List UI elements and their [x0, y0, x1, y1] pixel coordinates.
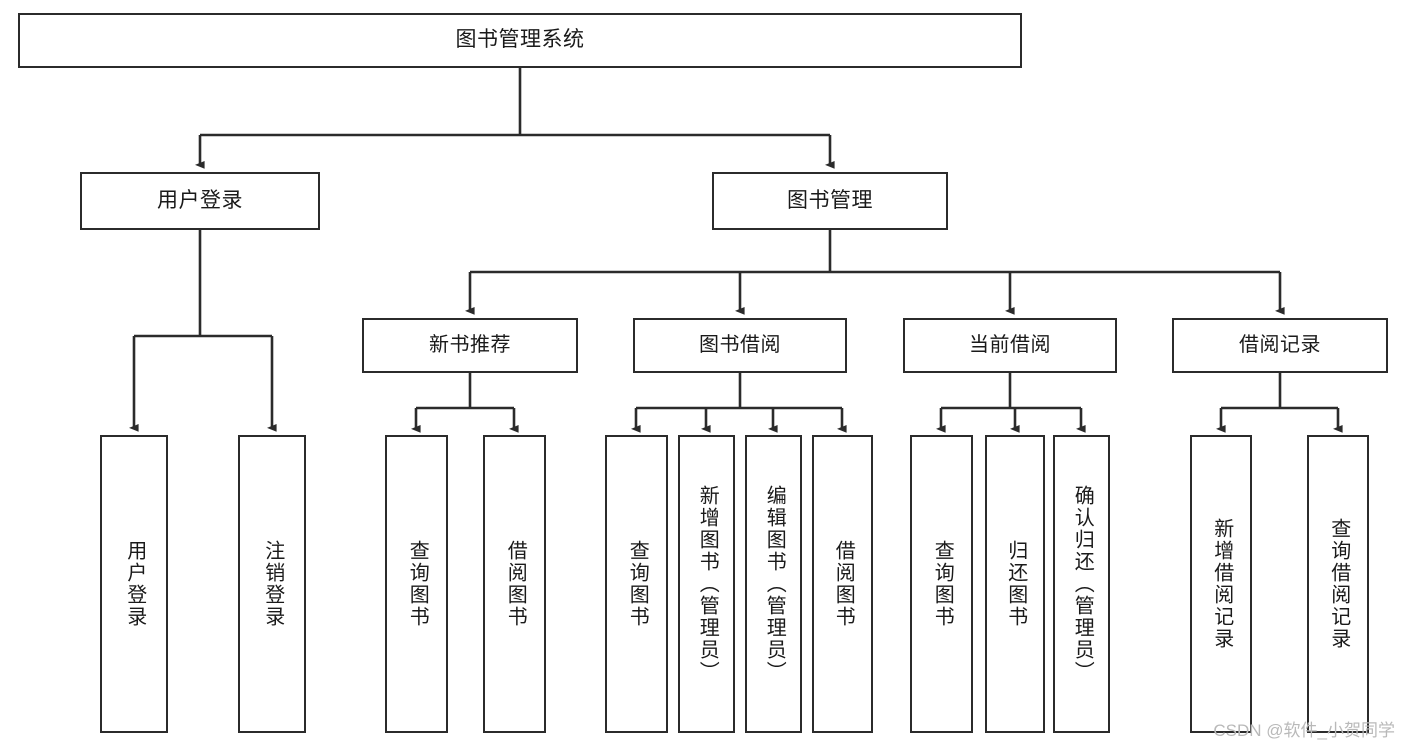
- node-root-title[interactable]: 图书管理系统: [18, 13, 1022, 68]
- node-new-book-recommend[interactable]: 新书推荐: [362, 318, 578, 373]
- node-root-title-label: 图书管理系统: [455, 28, 585, 52]
- node-leaf-edit-book-admin-label: 编辑图书（管理员）: [763, 485, 786, 683]
- node-book-management[interactable]: 图书管理: [712, 172, 948, 230]
- node-book-management-label: 图书管理: [787, 188, 873, 212]
- node-leaf-query-book-borrowing[interactable]: 查询图书: [605, 435, 668, 733]
- node-current-borrowing[interactable]: 当前借阅: [903, 318, 1117, 373]
- node-leaf-edit-book-admin[interactable]: 编辑图书（管理员）: [745, 435, 802, 733]
- node-new-book-recommend-label: 新书推荐: [429, 333, 511, 356]
- node-leaf-return-book-label: 归还图书: [1004, 540, 1027, 628]
- node-book-borrowing[interactable]: 图书借阅: [633, 318, 847, 373]
- node-leaf-borrow-book-recommend-label: 借阅图书: [504, 540, 527, 628]
- csdn-watermark: CSDN @软件_小贺同学: [1213, 721, 1395, 740]
- node-leaf-query-book-borrowing-label: 查询图书: [626, 540, 649, 628]
- node-current-borrowing-label: 当前借阅: [969, 333, 1051, 356]
- node-leaf-add-borrow-record[interactable]: 新增借阅记录: [1190, 435, 1252, 733]
- node-leaf-query-book-recommend-label: 查询图书: [406, 540, 429, 628]
- node-borrow-records-label: 借阅记录: [1239, 333, 1321, 356]
- node-user-login-label: 用户登录: [157, 188, 243, 212]
- node-leaf-query-book-current-label: 查询图书: [931, 540, 954, 628]
- edge-group-book-mgmt: [465, 230, 1285, 315]
- node-leaf-query-borrow-record-label: 查询借阅记录: [1327, 518, 1350, 650]
- node-leaf-add-book-admin-label: 新增图书（管理员）: [696, 485, 719, 683]
- node-leaf-borrow-book[interactable]: 借阅图书: [812, 435, 873, 733]
- node-leaf-logout[interactable]: 注销登录: [238, 435, 306, 733]
- node-leaf-add-borrow-record-label: 新增借阅记录: [1210, 518, 1233, 650]
- node-borrow-records[interactable]: 借阅记录: [1172, 318, 1388, 373]
- edge-group-book-borrow: [631, 373, 847, 433]
- edge-group-current-borrow: [936, 373, 1086, 433]
- node-leaf-user-login[interactable]: 用户登录: [100, 435, 168, 733]
- edge-group-user-login: [129, 230, 277, 432]
- edge-group-borrow-record: [1216, 373, 1343, 433]
- node-leaf-borrow-book-label: 借阅图书: [832, 540, 855, 628]
- node-user-login[interactable]: 用户登录: [80, 172, 320, 230]
- node-leaf-query-book-recommend[interactable]: 查询图书: [385, 435, 448, 733]
- node-leaf-user-login-label: 用户登录: [123, 540, 146, 628]
- edge-group-root: [195, 68, 835, 169]
- node-leaf-confirm-return-admin[interactable]: 确认归还（管理员）: [1053, 435, 1110, 733]
- node-leaf-borrow-book-recommend[interactable]: 借阅图书: [483, 435, 546, 733]
- node-leaf-confirm-return-admin-label: 确认归还（管理员）: [1071, 485, 1094, 683]
- node-book-borrowing-label: 图书借阅: [699, 333, 781, 356]
- node-leaf-query-book-current[interactable]: 查询图书: [910, 435, 973, 733]
- edge-group-new-book: [411, 373, 519, 433]
- node-leaf-logout-label: 注销登录: [261, 540, 284, 628]
- node-leaf-query-borrow-record[interactable]: 查询借阅记录: [1307, 435, 1369, 733]
- node-leaf-add-book-admin[interactable]: 新增图书（管理员）: [678, 435, 735, 733]
- node-leaf-return-book[interactable]: 归还图书: [985, 435, 1045, 733]
